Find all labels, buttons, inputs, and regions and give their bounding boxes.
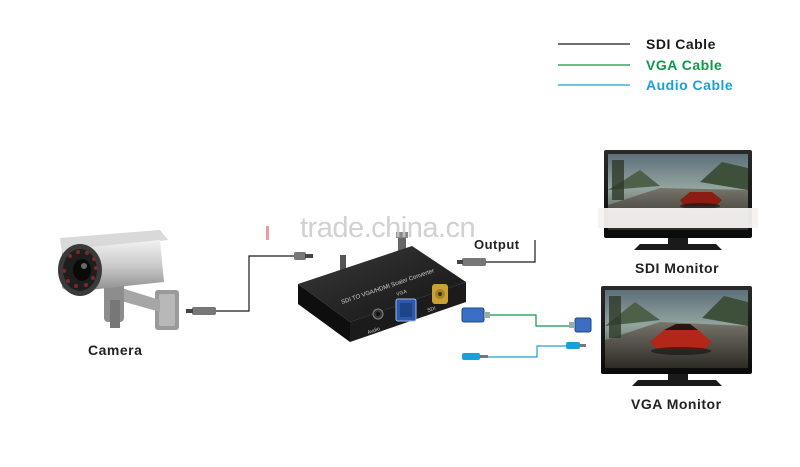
red-glint [266, 226, 269, 240]
converter-port-vga: VGA [396, 289, 409, 298]
vga-cable [461, 307, 592, 333]
vga-connector-icon [461, 307, 490, 323]
monitor-icon [601, 286, 752, 386]
rca-plug-icon [462, 353, 488, 360]
output-label: Output [474, 237, 520, 252]
converter-port-audio: Audio [367, 326, 381, 336]
converter-port-sdi: SDI [427, 306, 437, 314]
legend-vga-label: VGA Cable [646, 57, 723, 73]
camera-label: Camera [88, 342, 143, 358]
sdi-monitor-label: SDI Monitor [635, 260, 720, 276]
camera-icon [58, 230, 179, 330]
monitor-icon [598, 150, 758, 250]
camera-sdi-cable [186, 252, 313, 315]
output-sdi-cable [457, 240, 536, 266]
legend-sdi-label: SDI Cable [646, 36, 716, 52]
vga-connector-icon [569, 317, 592, 333]
vga-monitor-label: VGA Monitor [631, 396, 722, 412]
legend-audio-label: Audio Cable [646, 77, 734, 93]
converter-box-icon: SDI TO VGA/HDMI Scaler Converter Audio V… [298, 232, 466, 342]
audio-cable [462, 342, 586, 360]
rca-plug-icon [566, 342, 586, 349]
watermark: trade.china.cn [300, 212, 476, 244]
